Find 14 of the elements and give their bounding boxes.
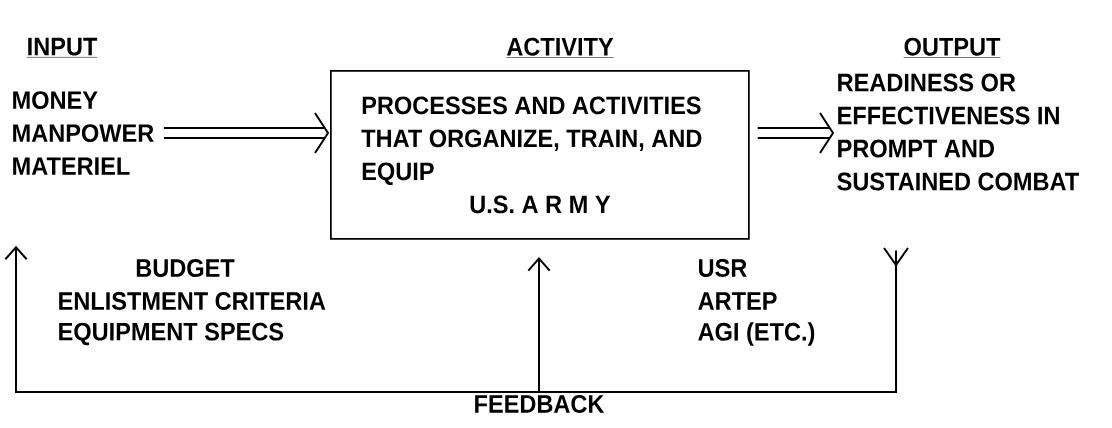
- arrow: [527, 249, 897, 393]
- column-heading: INPUT: [26, 37, 98, 58]
- feedback-item: EQUIPMENT SPECS: [59, 322, 284, 346]
- feedback-item: ARTEP: [698, 292, 777, 310]
- output-text: READINESS OR EFFECTIVENESS IN PROMPT AND SUSTAINED COMBAT: [837, 73, 1079, 191]
- input-list: MONEY MANPOWER MATERIEL: [13, 91, 154, 175]
- feedback-item: AGI (ETC.): [698, 322, 815, 346]
- double-arrow: [162, 112, 330, 154]
- feedback-item: ENLISTMENT CRITERIA: [59, 292, 326, 310]
- double-arrow: [756, 112, 835, 154]
- column-heading: OUTPUT: [903, 37, 1001, 58]
- process-box: PROCESSES AND ACTIVITIES THAT ORGANIZE, TRAIN, AND EQUIP U.S. A R M Y: [330, 70, 750, 240]
- feedback-item: BUDGET: [136, 259, 235, 277]
- edge-label: FEEDBACK: [472, 393, 606, 415]
